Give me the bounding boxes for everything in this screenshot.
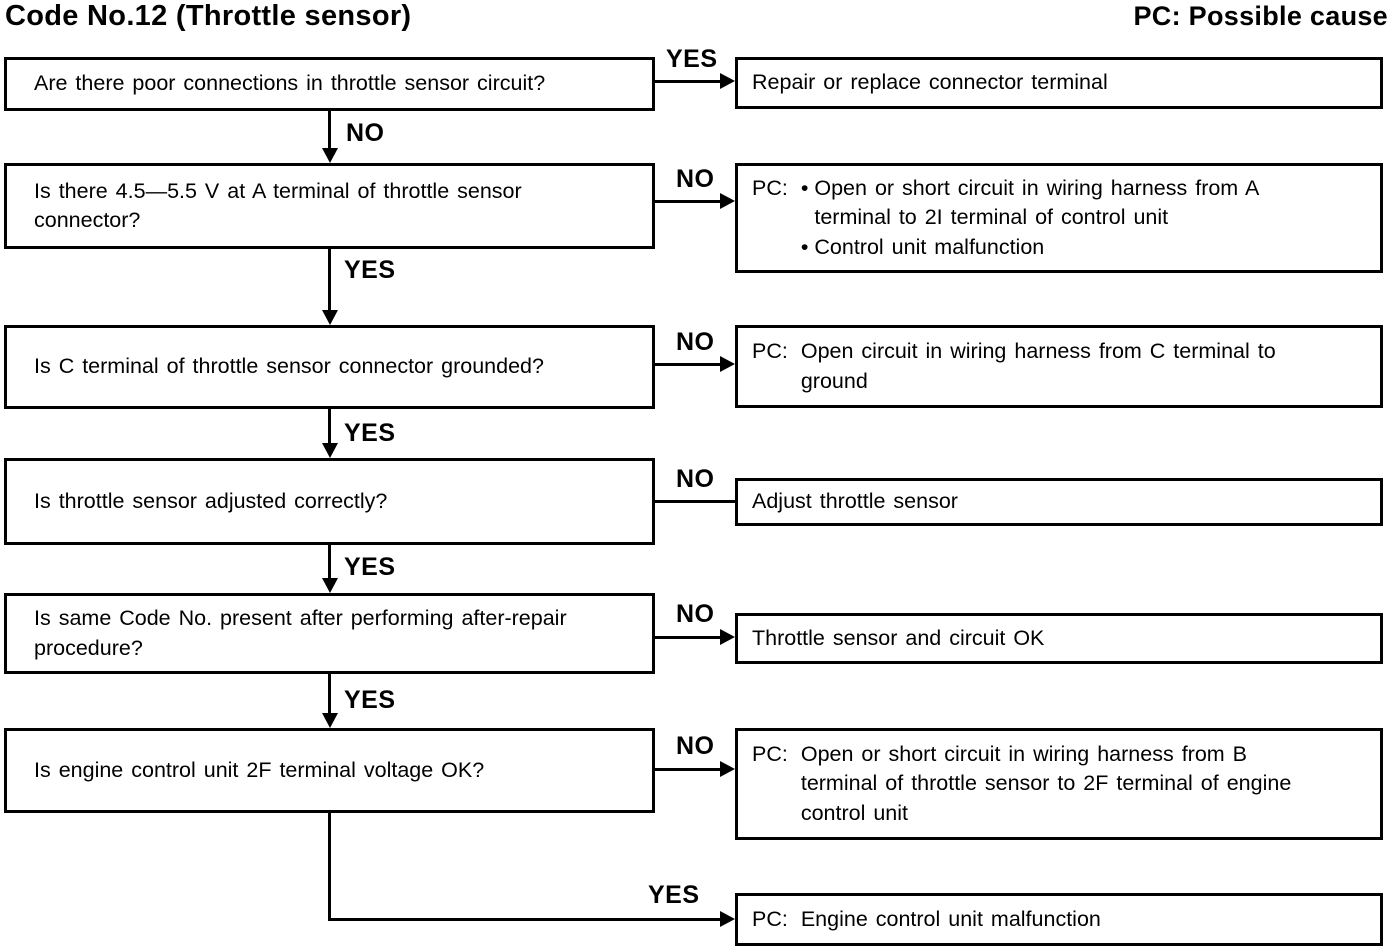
question-text: Is throttle sensor adjusted correctly? bbox=[34, 488, 388, 513]
result-box-6: PC: Open or short circuit in wiring harn… bbox=[735, 728, 1383, 840]
bullet-icon: • bbox=[800, 234, 809, 259]
branch-label-no: NO bbox=[676, 600, 715, 628]
pc-content: PC: Open circuit in wiring harness from … bbox=[752, 337, 1311, 395]
question-text: Is there 4.5—5.5 V at A terminal of thro… bbox=[34, 178, 522, 232]
connector-line bbox=[328, 918, 722, 921]
branch-label-yes: YES bbox=[666, 45, 718, 73]
branch-label-yes: YES bbox=[344, 419, 396, 447]
connector-line bbox=[655, 200, 722, 203]
connector-line bbox=[655, 500, 735, 503]
connector-line bbox=[655, 363, 722, 366]
result-box-3: PC: Open circuit in wiring harness from … bbox=[735, 325, 1383, 408]
result-box-7: PC: Engine control unit malfunction bbox=[735, 893, 1383, 946]
connector-line bbox=[655, 80, 722, 83]
bullet-icon: • bbox=[800, 176, 809, 201]
pc-content: PC: • Open or short circuit in wiring ha… bbox=[752, 174, 1324, 262]
question-text: Is engine control unit 2F terminal volta… bbox=[34, 757, 485, 782]
legend-possible-cause: PC: Possible cause bbox=[1133, 1, 1388, 31]
pc-content: PC: Open or short circuit in wiring harn… bbox=[752, 740, 1311, 828]
arrowhead-down-icon bbox=[322, 310, 338, 325]
connector-line bbox=[655, 636, 722, 639]
result-box-4: Adjust throttle sensor bbox=[735, 478, 1383, 526]
question-text: Is C terminal of throttle sensor connect… bbox=[34, 354, 544, 379]
arrowhead-down-icon bbox=[322, 443, 338, 458]
bullet-list: • Open or short circuit in wiring harnes… bbox=[801, 174, 1325, 262]
arrowhead-right-icon bbox=[720, 73, 735, 89]
arrowhead-right-icon bbox=[720, 193, 735, 209]
bullet-item: • Control unit malfunction bbox=[801, 233, 1325, 262]
connector-line bbox=[655, 768, 722, 771]
branch-label-yes: YES bbox=[344, 256, 396, 284]
result-box-2: PC: • Open or short circuit in wiring ha… bbox=[735, 163, 1383, 273]
result-text: Open or short circuit in wiring harness … bbox=[800, 742, 1292, 825]
question-box-3: Is C terminal of throttle sensor connect… bbox=[4, 325, 655, 409]
question-box-4: Is throttle sensor adjusted correctly? bbox=[4, 458, 655, 545]
question-box-5: Is same Code No. present after performin… bbox=[4, 593, 655, 674]
branch-label-yes: YES bbox=[344, 686, 396, 714]
arrowhead-right-icon bbox=[720, 761, 735, 777]
result-text: Engine control unit malfunction bbox=[800, 906, 1101, 931]
branch-label-no: NO bbox=[676, 732, 715, 760]
connector-line bbox=[328, 409, 331, 443]
connector-line bbox=[328, 249, 331, 310]
arrowhead-right-icon bbox=[720, 911, 735, 927]
connector-line bbox=[328, 813, 331, 921]
question-box-1: Are there poor connections in throttle s… bbox=[4, 57, 655, 111]
branch-label-yes: YES bbox=[344, 553, 396, 581]
connector-line bbox=[328, 674, 331, 713]
pc-prefix: PC: bbox=[752, 339, 788, 364]
branch-label-no: NO bbox=[676, 465, 715, 493]
bullet-item: • Open or short circuit in wiring harnes… bbox=[801, 174, 1325, 232]
question-text: Is same Code No. present after performin… bbox=[34, 606, 567, 660]
result-text: Adjust throttle sensor bbox=[752, 489, 958, 514]
pc-prefix: PC: bbox=[752, 742, 788, 767]
pc-prefix: PC: bbox=[752, 906, 788, 931]
branch-label-no: NO bbox=[676, 328, 715, 356]
question-box-6: Is engine control unit 2F terminal volta… bbox=[4, 728, 655, 813]
bullet-text: Control unit malfunction bbox=[814, 234, 1045, 259]
arrowhead-down-icon bbox=[322, 578, 338, 593]
question-box-2: Is there 4.5—5.5 V at A terminal of thro… bbox=[4, 163, 655, 249]
branch-label-yes: YES bbox=[648, 881, 700, 909]
pc-prefix: PC: bbox=[752, 176, 788, 201]
branch-label-no: NO bbox=[346, 119, 385, 147]
pc-content: PC: Engine control unit malfunction bbox=[752, 905, 1101, 934]
result-text: Repair or replace connector terminal bbox=[752, 70, 1108, 95]
connector-line bbox=[328, 545, 331, 578]
connector-line bbox=[328, 111, 331, 149]
arrowhead-right-icon bbox=[720, 629, 735, 645]
result-text: Open circuit in wiring harness from C te… bbox=[800, 339, 1276, 393]
result-box-1: Repair or replace connector terminal bbox=[735, 57, 1383, 109]
question-text: Are there poor connections in throttle s… bbox=[34, 71, 546, 96]
arrowhead-down-icon bbox=[322, 148, 338, 163]
branch-label-no: NO bbox=[676, 165, 715, 193]
result-box-5: Throttle sensor and circuit OK bbox=[735, 613, 1383, 664]
arrowhead-down-icon bbox=[322, 713, 338, 728]
page-title: Code No.12 (Throttle sensor) bbox=[5, 0, 412, 32]
result-text: Throttle sensor and circuit OK bbox=[752, 625, 1045, 650]
arrowhead-right-icon bbox=[720, 356, 735, 372]
bullet-text: Open or short circuit in wiring harness … bbox=[814, 176, 1259, 230]
